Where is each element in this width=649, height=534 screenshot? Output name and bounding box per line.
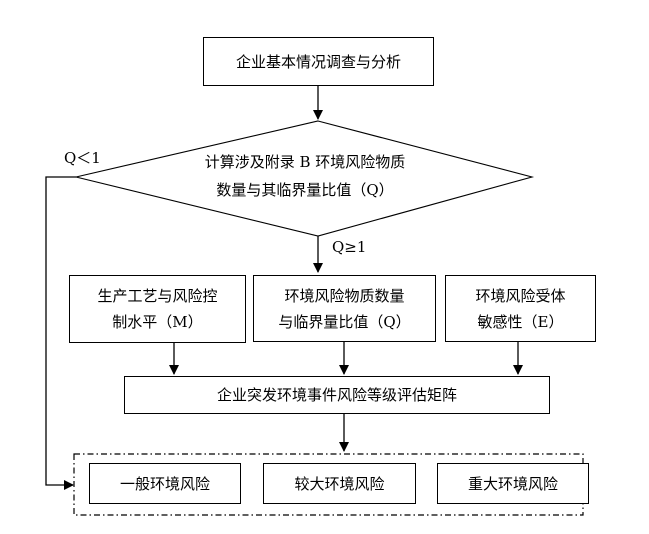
level-box-major: 较大环境风险 — [263, 463, 416, 504]
level-severe-label: 重大环境风险 — [467, 474, 558, 493]
factor-box-e: 环境风险受体 敏感性（E） — [445, 275, 596, 342]
decision-text: 计算涉及附录 B 环境风险物质 数量与其临界量比值（Q） — [160, 148, 450, 204]
branch-low-label: Q＜1 — [64, 149, 101, 167]
decision-line2: 数量与其临界量比值（Q） — [216, 181, 394, 199]
level-box-general: 一般环境风险 — [89, 463, 241, 504]
factor-q-line2: 与临界量比值（Q） — [278, 312, 411, 331]
factor-box-q: 环境风险物质数量 与临界量比值（Q） — [253, 275, 436, 342]
arrow-bypass-low-q — [45, 176, 76, 490]
start-box: 企业基本情况调查与分析 — [203, 37, 434, 86]
level-box-severe: 重大环境风险 — [437, 463, 589, 504]
matrix-box: 企业突发环境事件风险等级评估矩阵 — [124, 376, 550, 414]
level-general-label: 一般环境风险 — [119, 474, 210, 493]
decision-line1: 计算涉及附录 B 环境风险物质 — [204, 153, 406, 171]
start-label: 企业基本情况调查与分析 — [235, 52, 401, 71]
matrix-label: 企业突发环境事件风险等级评估矩阵 — [216, 386, 457, 404]
factor-box-m: 生产工艺与风险控 制水平（M） — [69, 275, 246, 343]
factor-m-line1: 生产工艺与风险控 — [97, 287, 218, 305]
factor-m-line2: 制水平（M） — [112, 313, 203, 331]
factor-q-line1: 环境风险物质数量 — [284, 286, 405, 305]
branch-high-label: Q≥1 — [332, 238, 367, 256]
risk-level-group — [73, 453, 584, 516]
factor-e-line1: 环境风险受体 — [475, 286, 566, 305]
level-major-label: 较大环境风险 — [294, 474, 385, 493]
factor-e-line2: 敏感性（E） — [477, 312, 564, 331]
